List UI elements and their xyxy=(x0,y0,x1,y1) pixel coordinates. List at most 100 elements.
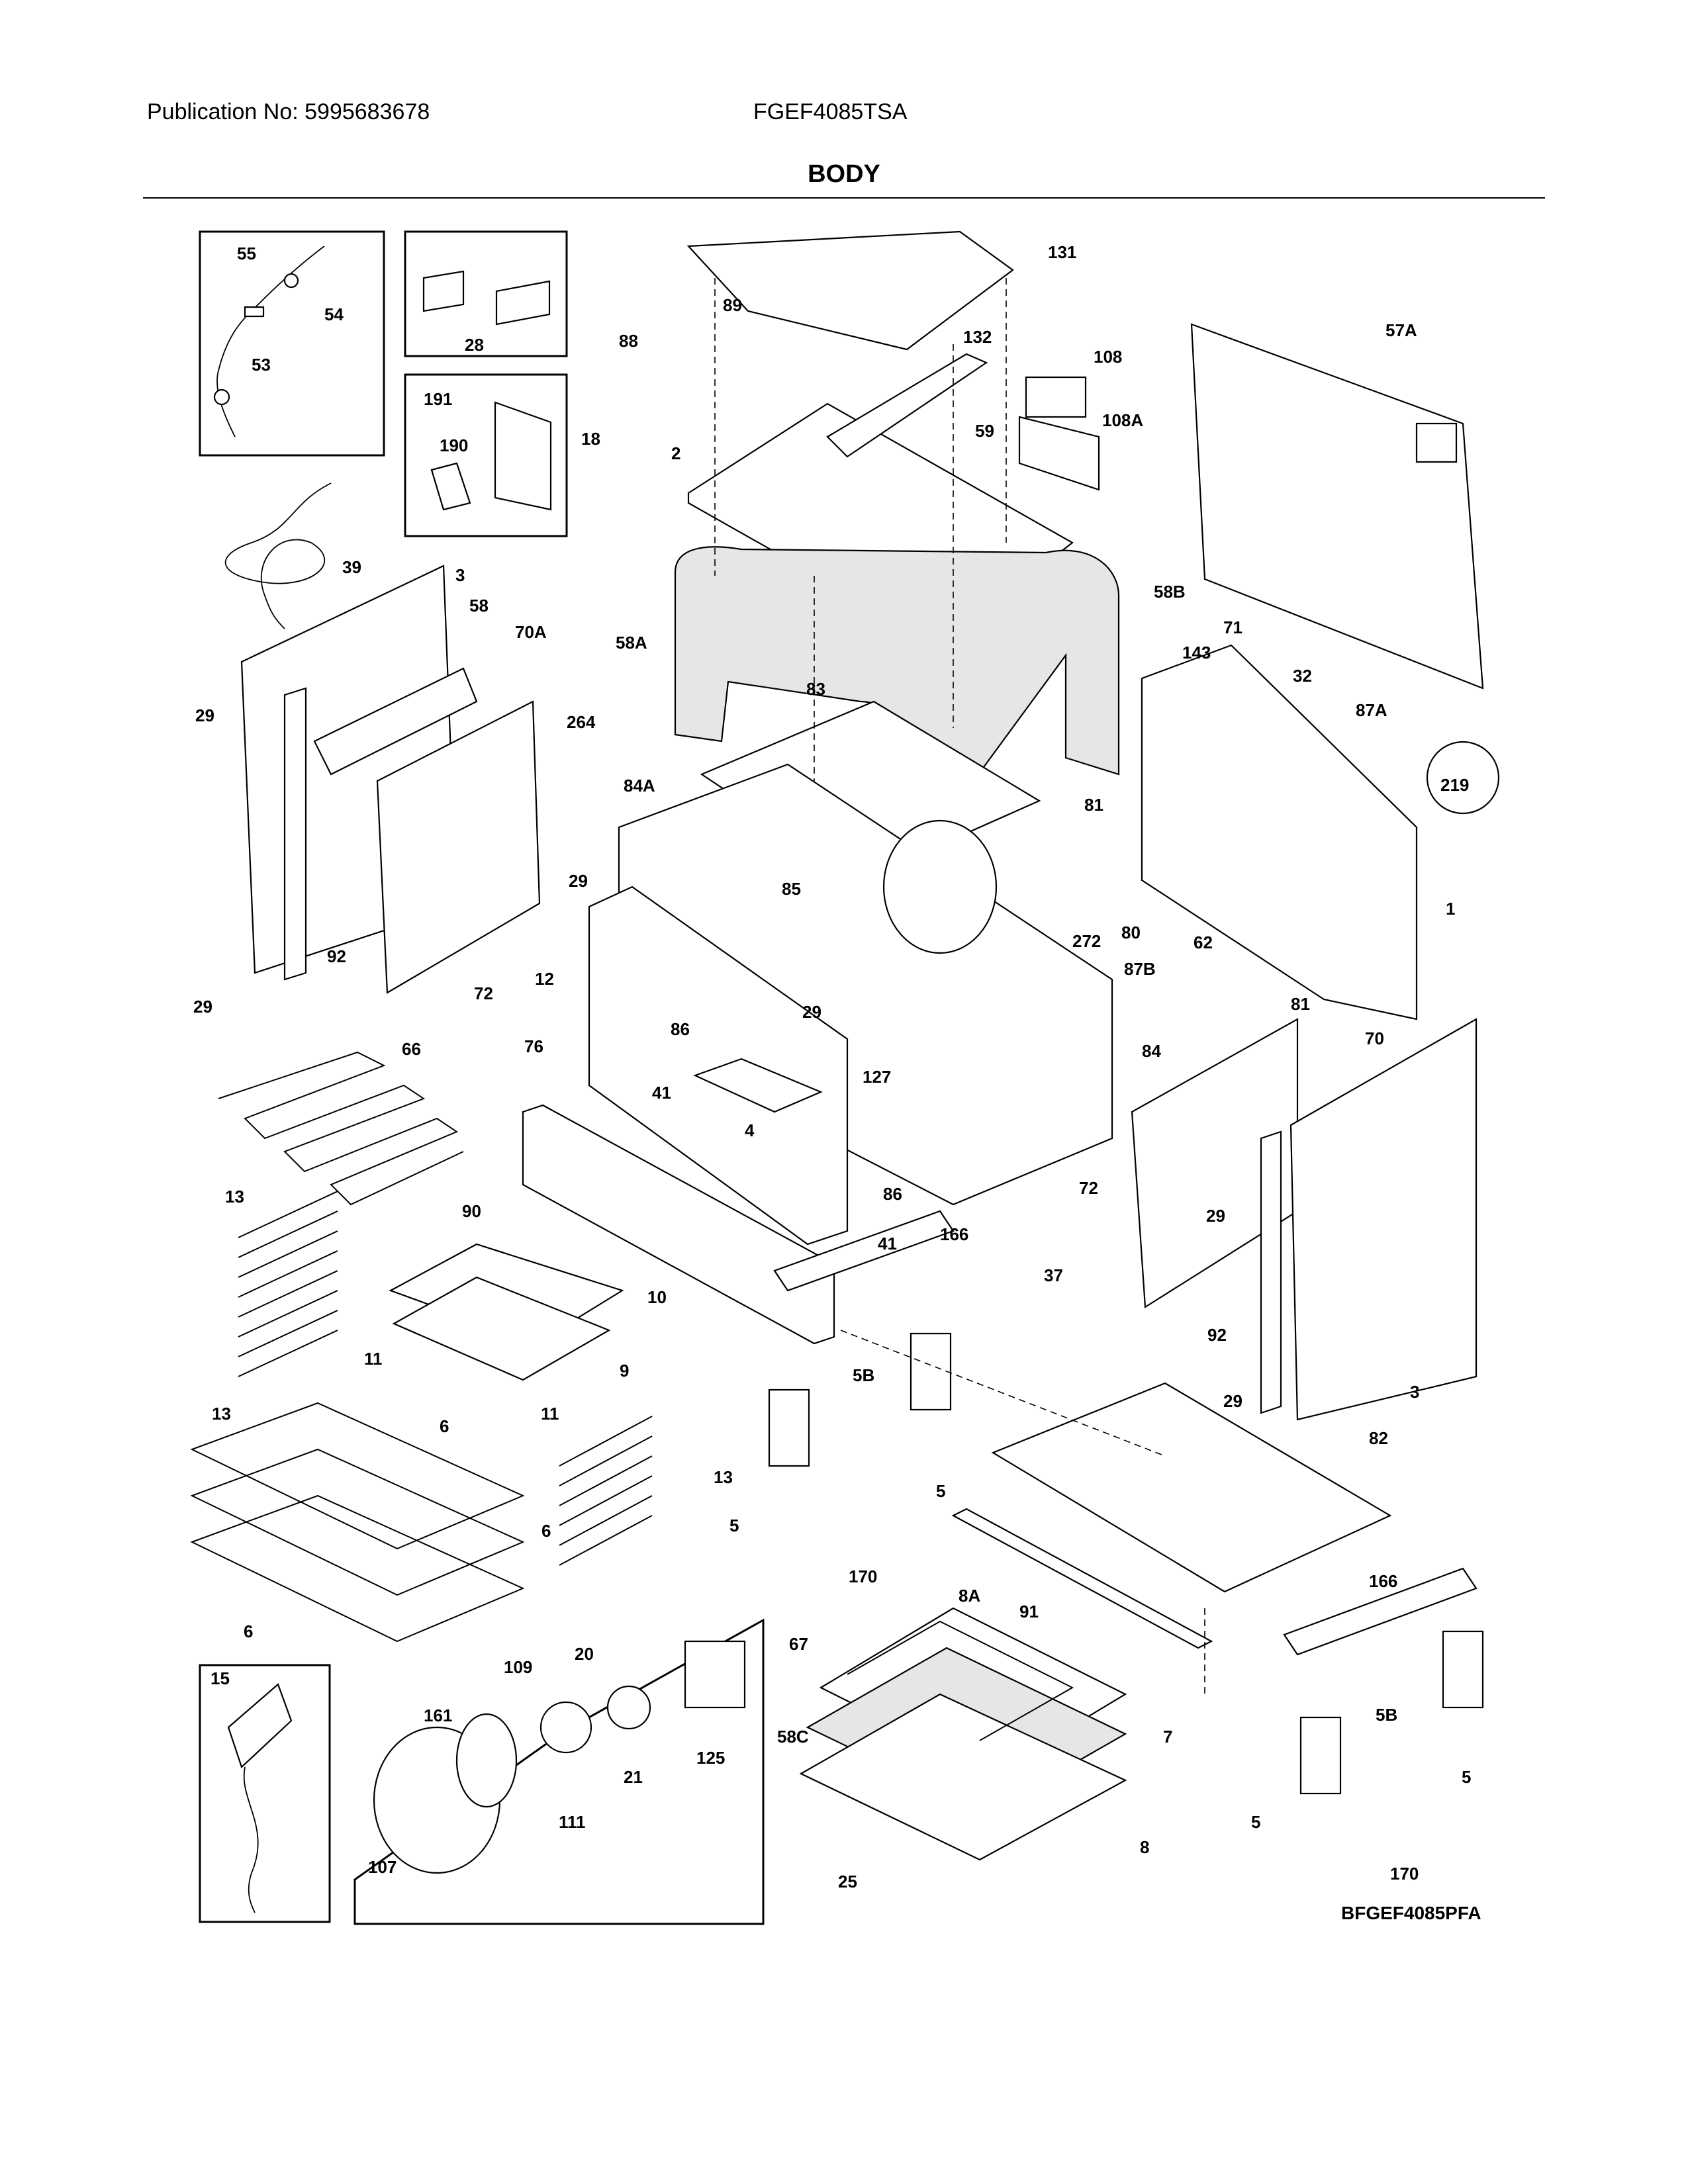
bracket-left xyxy=(422,270,465,312)
callout-83: 83 xyxy=(806,679,825,699)
callout-2: 2 xyxy=(671,443,680,463)
callout-6c: 6 xyxy=(244,1621,253,1641)
control-module xyxy=(227,1683,293,1768)
callout-191: 191 xyxy=(424,389,452,409)
leg-bracket-front-left xyxy=(768,1388,810,1467)
callout-143: 143 xyxy=(1182,643,1211,662)
callout-62: 62 xyxy=(1194,933,1213,952)
callout-29b: 29 xyxy=(193,997,212,1017)
publication-number: Publication No: 5995683678 xyxy=(147,99,430,124)
header-rule xyxy=(143,197,1545,199)
callout-25: 25 xyxy=(838,1872,857,1891)
callout-71: 71 xyxy=(1223,617,1243,637)
shield-clip xyxy=(430,462,471,511)
sensor-clip xyxy=(244,306,265,318)
callout-127: 127 xyxy=(863,1067,891,1087)
callout-72b: 72 xyxy=(1079,1178,1098,1198)
callout-32: 32 xyxy=(1293,666,1312,686)
inset-box-fan xyxy=(353,1618,765,1925)
callout-55: 55 xyxy=(237,244,256,263)
callout-13c: 13 xyxy=(714,1467,733,1487)
drawing-code: BFGEF4085PFA xyxy=(1341,1903,1481,1923)
callout-labels: 55 54 53 28 191 190 39 3 58 70A 29 92 29… xyxy=(193,242,1471,1891)
control-back-panel xyxy=(1141,644,1418,1021)
callout-8: 8 xyxy=(1140,1837,1149,1857)
fan-baffle xyxy=(606,1685,651,1730)
callout-84: 84 xyxy=(1142,1041,1161,1061)
bracket-right xyxy=(495,280,551,326)
top-panel xyxy=(686,230,1014,351)
callout-6a: 6 xyxy=(440,1416,449,1436)
side-shield-left xyxy=(376,700,541,994)
callout-166b: 166 xyxy=(1369,1571,1397,1591)
callout-107: 107 xyxy=(368,1857,397,1877)
callout-29d: 29 xyxy=(802,1002,821,1022)
blower xyxy=(1025,376,1087,418)
callout-10: 10 xyxy=(647,1287,667,1307)
callout-81a: 81 xyxy=(1084,795,1103,815)
rear-brace xyxy=(1283,1567,1477,1656)
bottom-shield xyxy=(799,1693,1127,1861)
front-brace xyxy=(773,1210,955,1292)
callout-166a: 166 xyxy=(940,1224,968,1244)
callout-18: 18 xyxy=(581,429,600,449)
power-cord xyxy=(224,482,332,629)
rack-support-left xyxy=(238,1191,338,1377)
vent-duct xyxy=(826,353,988,458)
callout-92a: 92 xyxy=(327,946,346,966)
callout-5Ba: 5B xyxy=(853,1365,874,1385)
callout-86a: 86 xyxy=(671,1019,690,1039)
rear-panel xyxy=(1190,323,1484,690)
callout-13a: 13 xyxy=(225,1187,244,1206)
callout-9: 9 xyxy=(620,1361,629,1381)
callout-11b: 11 xyxy=(541,1404,559,1424)
blower-duct xyxy=(1018,416,1100,491)
callout-5d: 5 xyxy=(1251,1812,1260,1832)
callout-13b: 13 xyxy=(212,1404,231,1424)
base-frame xyxy=(991,1382,1392,1593)
broil-element xyxy=(218,1051,464,1206)
callout-29a: 29 xyxy=(195,705,214,725)
callout-29f: 29 xyxy=(1223,1391,1243,1411)
callout-264: 264 xyxy=(567,712,596,732)
broil-pan xyxy=(392,1276,611,1381)
inset-box-control xyxy=(199,1664,331,1923)
heat-shield xyxy=(494,401,552,511)
callout-57A: 57A xyxy=(1385,320,1417,340)
leg-bracket-rear-right xyxy=(1442,1630,1484,1709)
rear-cover-plate xyxy=(1415,422,1458,463)
callout-29e: 29 xyxy=(1206,1206,1225,1226)
callout-87B: 87B xyxy=(1124,959,1156,979)
callout-5a: 5 xyxy=(729,1516,739,1535)
callout-29c: 29 xyxy=(569,871,588,891)
callout-20: 20 xyxy=(575,1644,594,1664)
callout-108: 108 xyxy=(1094,347,1122,367)
callout-3: 3 xyxy=(455,565,465,585)
callout-88: 88 xyxy=(619,331,638,351)
leg-bracket-rear-left xyxy=(1299,1716,1342,1795)
callout-86b: 86 xyxy=(883,1184,902,1204)
oven-bottom xyxy=(693,1058,823,1113)
inset-box-sensor xyxy=(199,230,385,457)
bake-element xyxy=(847,1620,1074,1741)
callout-72a: 72 xyxy=(474,983,493,1003)
fan-motor xyxy=(684,1640,746,1709)
callout-170b: 170 xyxy=(1390,1864,1419,1884)
callout-11a: 11 xyxy=(364,1349,383,1369)
leg-bracket-front-right xyxy=(910,1332,952,1411)
inset-box-brackets xyxy=(404,230,568,357)
callout-15: 15 xyxy=(211,1668,230,1688)
callout-92b: 92 xyxy=(1207,1325,1227,1345)
callout-5Bb: 5B xyxy=(1376,1705,1397,1725)
callout-109: 109 xyxy=(504,1657,532,1677)
sensor-tip xyxy=(213,388,230,406)
callout-219: 219 xyxy=(1440,775,1469,795)
callout-66: 66 xyxy=(402,1039,421,1059)
callout-5c: 5 xyxy=(1462,1767,1471,1787)
detail-circle-219 xyxy=(1426,741,1500,815)
callout-41b: 41 xyxy=(878,1234,897,1253)
callout-54: 54 xyxy=(324,304,344,324)
callout-132: 132 xyxy=(963,327,992,347)
callout-70A: 70A xyxy=(515,622,547,642)
callout-41a: 41 xyxy=(652,1083,671,1103)
